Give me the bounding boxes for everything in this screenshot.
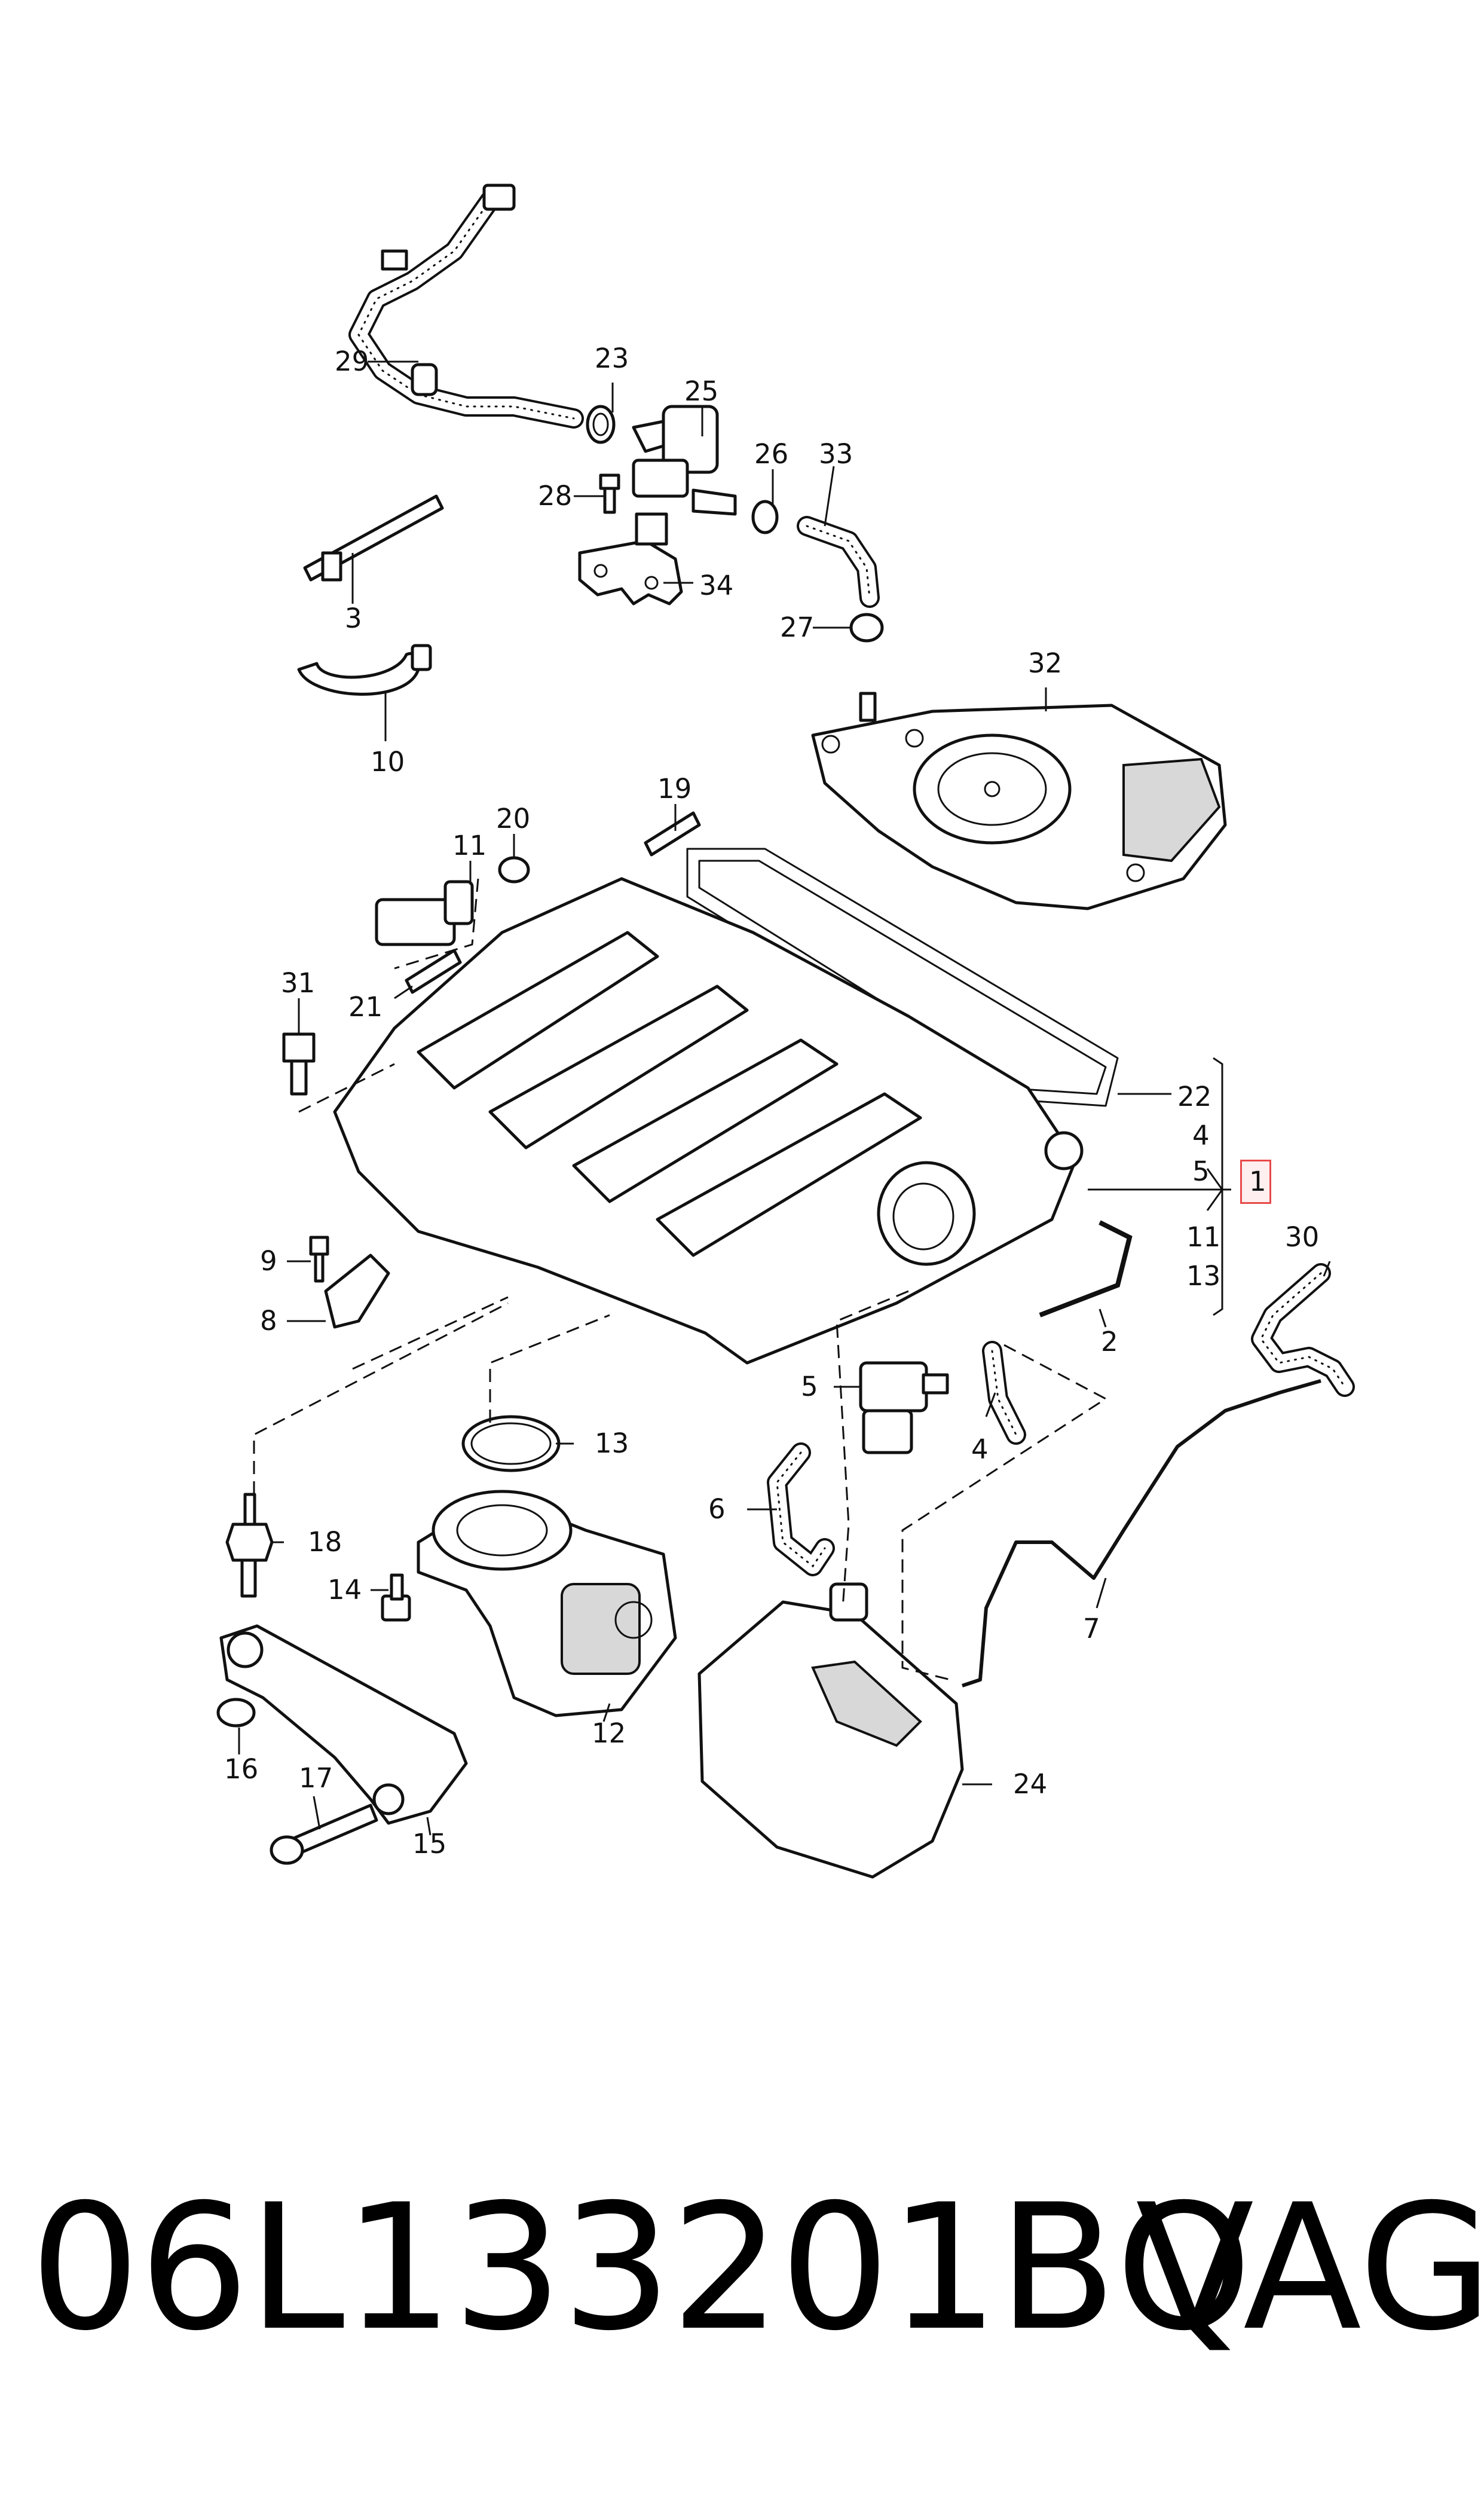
highlighted-callout-box [1240,1160,1271,1204]
callout-5-left: 5 [801,1371,818,1402]
stud-18 [225,1493,274,1598]
callout-11-top: 11 [452,830,486,861]
nut-20 [498,856,530,883]
vacuum-line-2 [1039,1220,1133,1317]
callout-32: 32 [1028,647,1062,679]
cable-tie-3 [303,494,444,582]
callout-14: 14 [328,1574,362,1606]
callout-2: 2 [1101,1326,1118,1358]
brand-name: VAG [1136,2168,1484,2369]
hose-clamp-26 [751,500,779,534]
callout-3: 3 [345,603,362,634]
vacuum-line-7 [962,1379,1321,1687]
sensor-11 [375,880,474,946]
callout-4-left: 4 [971,1433,989,1465]
vacuum-hose-6 [767,1442,835,1576]
callout-29: 29 [335,346,369,377]
vacuum-hose-4 [982,1341,1026,1445]
bracket-34 [578,512,683,606]
callout-16: 16 [224,1753,258,1785]
bracket-15 [219,1624,468,1825]
bolt-17 [270,1803,378,1865]
callout-7: 7 [1083,1613,1100,1644]
throttle-body-12 [417,1490,677,1717]
sensor-31 [282,1032,316,1096]
callout-11-right: 11 [1186,1221,1220,1253]
callout-17: 17 [299,1762,333,1794]
bolt-14 [381,1573,411,1622]
callout-34: 34 [699,570,733,601]
solenoid-valve-5 [859,1361,949,1454]
callout-12: 12 [592,1717,626,1749]
callout-24: 24 [1013,1768,1047,1800]
callout-8: 8 [260,1305,277,1337]
hose-33 [797,516,880,608]
callout-4-right: 4 [1192,1120,1210,1151]
callout-20: 20 [496,803,530,834]
callout-30: 30 [1285,1221,1319,1253]
breather-hose-29 [348,184,584,429]
callout-33: 33 [819,438,853,470]
part-number: 06L133201BQ [30,2168,1252,2369]
callout-15: 15 [412,1828,446,1860]
callout-27: 27 [780,612,814,643]
callout-28: 28 [538,480,572,512]
leader-lines [238,360,1331,1836]
callout-1-highlighted: 1 [1249,1166,1266,1197]
nut-16 [216,1698,256,1728]
gasket-22 [686,848,1119,1107]
callout-18: 18 [308,1526,342,1558]
callout-25: 25 [684,375,718,407]
hose-clamp-27 [849,613,884,643]
callout-5-right: 5 [1192,1155,1210,1187]
callout-labels: 29 23 25 26 33 28 34 3 27 32 10 19 20 11… [224,343,1319,1860]
clamp-10 [297,644,432,696]
callout-22: 22 [1177,1081,1211,1112]
callout-13-left: 13 [595,1427,629,1459]
hose-30 [1251,1263,1355,1397]
intake-manifold-1 [333,877,1084,1365]
sensor-8 [324,1254,390,1329]
bolt-28 [599,473,620,514]
stud-19 [644,811,701,857]
bolt-9 [309,1236,329,1283]
callout-21: 21 [348,991,383,1023]
o-ring-13 [461,1415,561,1472]
vacuum-reservoir-24 [697,1582,964,1879]
callout-6: 6 [708,1493,726,1525]
callout-13-right: 13 [1186,1260,1220,1292]
callout-31: 31 [281,967,315,999]
callout-19: 19 [657,773,691,805]
callout-26: 26 [754,438,788,470]
callout-23: 23 [595,343,629,374]
valve-25 [632,405,737,516]
callout-9: 9 [260,1245,277,1277]
callout-10: 10 [371,746,405,778]
cylinder-head-cover-32 [811,692,1227,910]
hose-clamp-23 [586,405,616,444]
